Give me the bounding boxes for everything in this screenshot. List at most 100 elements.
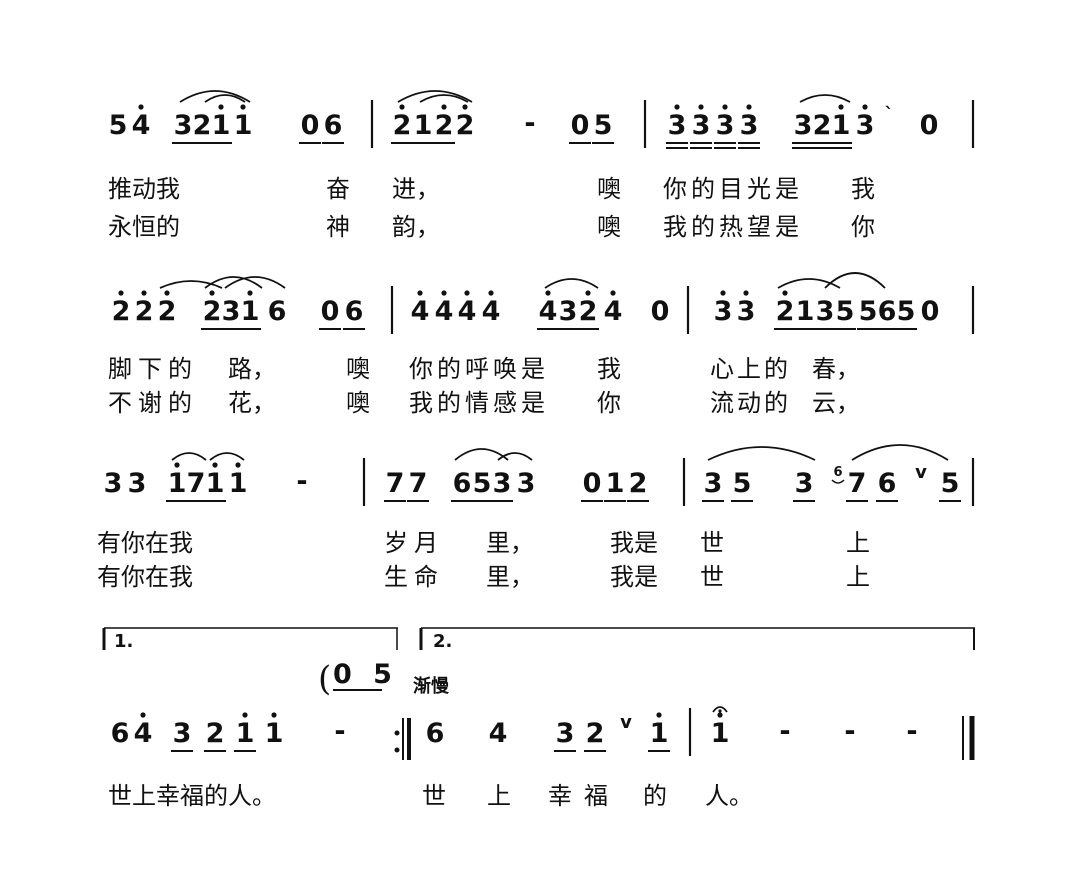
- octave-dot: [782, 290, 788, 296]
- note: 0: [571, 110, 590, 141]
- fermata-dot: [718, 709, 722, 713]
- lyric: 永恒的: [108, 213, 180, 241]
- note: 6: [878, 468, 897, 499]
- lyric: 岁月: [384, 529, 444, 557]
- second-ending-label: 2.: [433, 631, 452, 652]
- note: 2: [629, 468, 648, 499]
- note: 0: [301, 110, 320, 141]
- note: 1: [234, 110, 253, 141]
- octave-dot: [488, 290, 494, 296]
- breath-mark: v: [620, 712, 632, 733]
- slur: [204, 276, 263, 289]
- lyric: 你的目光是: [663, 175, 803, 203]
- note: 2: [456, 110, 475, 141]
- octave-dot: [545, 290, 551, 296]
- lyric: 里，: [486, 529, 534, 557]
- octave-dot: [164, 290, 170, 296]
- lyric: 奋: [326, 175, 350, 203]
- note: 7: [187, 468, 206, 499]
- note: 6: [268, 296, 287, 327]
- sustain-dash: -: [844, 716, 855, 747]
- octave-dot: [656, 712, 662, 718]
- lyric: 春，: [812, 355, 860, 383]
- note: 1: [265, 718, 284, 749]
- octave-dot: [247, 290, 253, 296]
- note: 5: [836, 296, 855, 327]
- breath-mark: `: [885, 104, 894, 125]
- slur: [204, 94, 246, 103]
- lyric: 你: [851, 213, 875, 241]
- note: 1: [414, 110, 433, 141]
- slur: [707, 446, 816, 461]
- note: 6: [324, 110, 343, 141]
- lyric: 神: [326, 213, 350, 241]
- optional-notes-text: 0 5: [333, 659, 398, 690]
- svg-text:(: (: [318, 659, 331, 699]
- lyric: 有你在我: [97, 529, 193, 557]
- note: 5: [109, 110, 128, 141]
- optional-notes: ( 0 5: [318, 659, 398, 699]
- fermata: [712, 706, 728, 713]
- lyric: 我的情感是: [409, 389, 549, 417]
- note: 0: [920, 110, 939, 141]
- note: 2: [393, 110, 412, 141]
- octave-dot: [242, 712, 248, 718]
- lyric: 世上幸福的人。: [108, 782, 276, 810]
- sustain-dash: -: [906, 716, 917, 747]
- lyric: 上: [487, 782, 511, 810]
- octave-dot: [464, 290, 470, 296]
- note: 0: [321, 296, 340, 327]
- note: 3: [704, 468, 723, 499]
- note: 2: [813, 110, 832, 141]
- slur: [851, 444, 949, 461]
- note: 7: [409, 468, 428, 499]
- note: 0: [921, 296, 940, 327]
- lyric: 推动我: [108, 175, 180, 203]
- slur: [179, 90, 251, 103]
- note: 3: [517, 468, 536, 499]
- octave-dot: [212, 462, 218, 468]
- note: 7: [848, 468, 867, 499]
- slur: [544, 278, 599, 289]
- lyric: 我: [597, 355, 621, 383]
- note: 2: [435, 110, 454, 141]
- note: 7: [386, 468, 405, 499]
- slur: [159, 280, 223, 289]
- note: 4: [482, 296, 501, 327]
- octave-dot: [585, 290, 591, 296]
- sustain-dash: -: [524, 108, 535, 139]
- note: 3: [740, 110, 759, 141]
- volta-brackets: 1. 2.: [102, 627, 975, 652]
- note: 1: [606, 468, 625, 499]
- lyric: 人。: [705, 782, 753, 810]
- repeat-barline: [394, 718, 411, 760]
- note: 2: [206, 718, 225, 749]
- note: 1: [236, 718, 255, 749]
- lyric: 心上的: [710, 355, 791, 383]
- lyric: 上: [846, 563, 870, 591]
- note: 1: [241, 296, 260, 327]
- note: 4: [604, 296, 623, 327]
- note: 4: [458, 296, 477, 327]
- note: 5: [897, 296, 916, 327]
- lyrics-row-4: 世上幸福的人。 世 上 幸福 的 人。: [108, 782, 753, 810]
- note: 3: [692, 110, 711, 141]
- note: 3: [222, 296, 241, 327]
- lyric: 进，: [392, 175, 440, 203]
- note: 3: [559, 296, 578, 327]
- note: 4: [539, 296, 558, 327]
- lyrics-row-1: 推动我 奋 进， 噢 你的目光是 我 永恒的 神 韵， 噢 我的热望是 你: [108, 175, 875, 241]
- slur: [497, 452, 533, 461]
- lyric: 噢: [597, 175, 621, 203]
- note: 3: [128, 468, 147, 499]
- lyrics-row-2: 脚下的 路， 噢 你的呼唤是 我 心上的 春， 不谢的 花， 噢 我的情感是 你…: [108, 355, 860, 417]
- note: 1: [711, 718, 730, 749]
- breath-mark: v: [915, 462, 927, 483]
- octave-dot: [862, 104, 868, 110]
- note: 1: [832, 110, 851, 141]
- lyric: 不谢的: [108, 389, 198, 417]
